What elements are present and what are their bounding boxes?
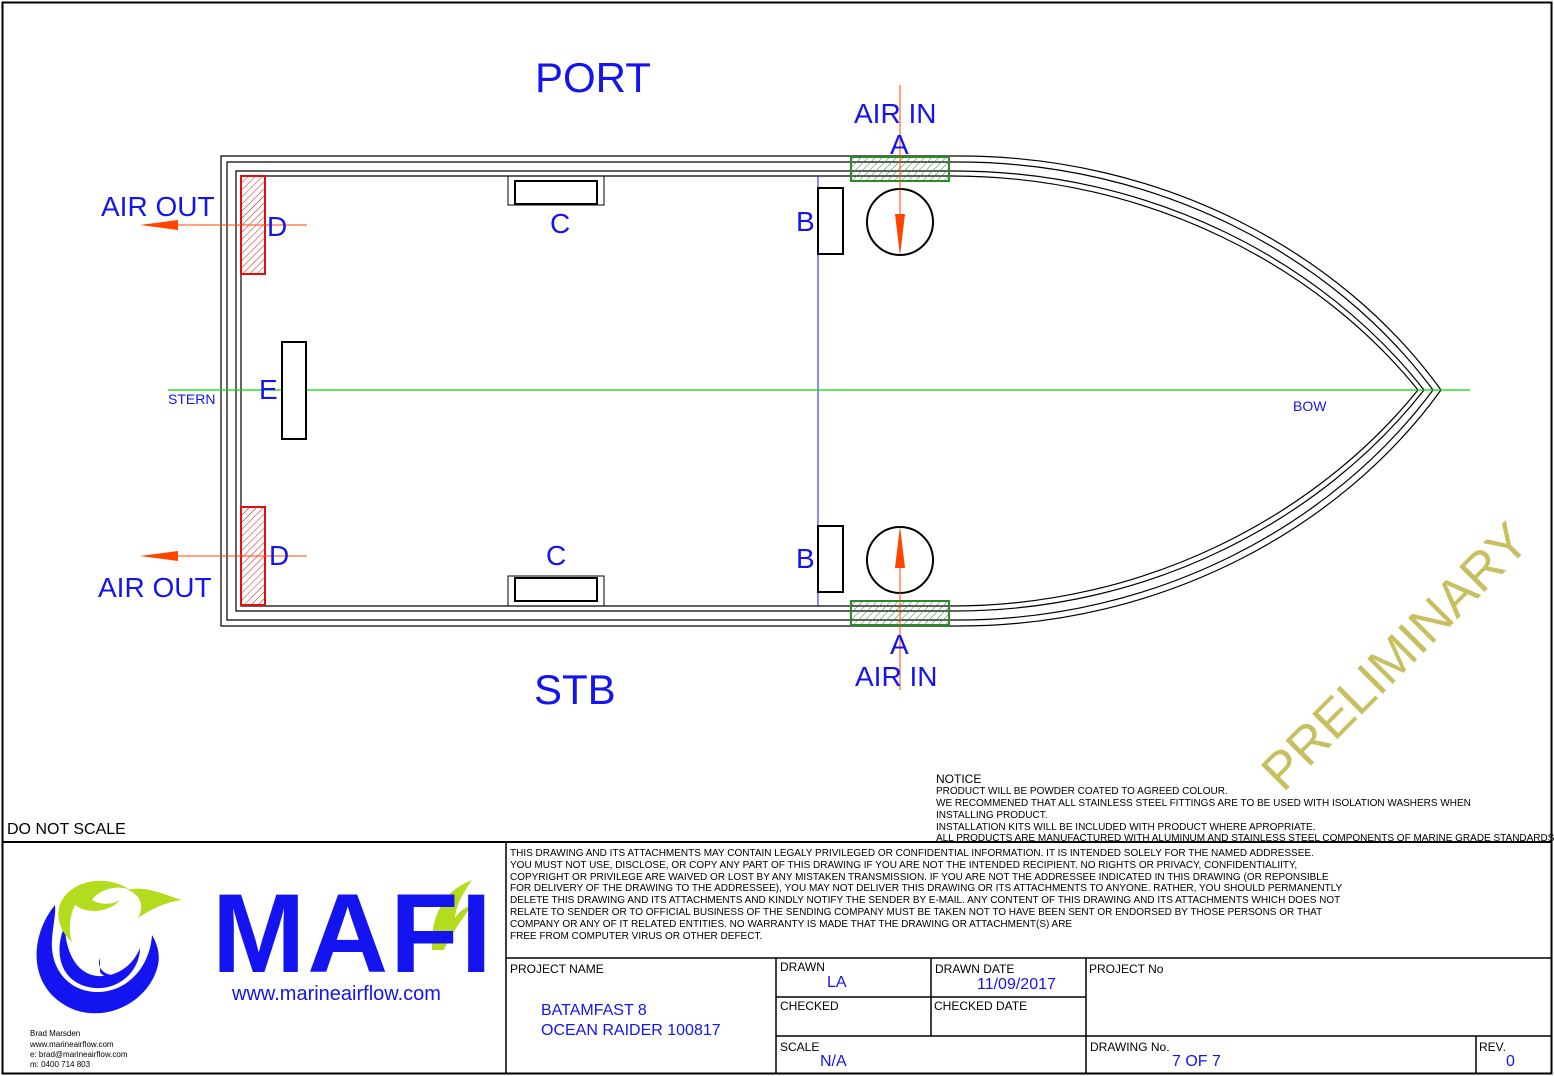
air-out-label-stb: AIR OUT — [98, 572, 212, 603]
label-a-stb: A — [890, 629, 909, 660]
notice-line-1: PRODUCT WILL BE POWDER COATED TO AGREED … — [936, 786, 1228, 797]
mafi-logo-swirl — [36, 880, 182, 1014]
contact-mobile: m: 0400 714 803 — [30, 1060, 91, 1069]
air-in-arrowhead-port — [895, 214, 905, 256]
do-not-scale-label: DO NOT SCALE — [7, 821, 126, 838]
air-out-arrowhead-port — [140, 220, 178, 230]
mafi-logo-text: MAFI — [212, 871, 494, 996]
notice-line-5: ALL PRODUCTS ARE MANUFACTURED WITH ALUMI… — [936, 833, 1554, 841]
legal-line-2: YOU MUST NOT USE, DISCLOSE, OR COPY ANY … — [510, 859, 1298, 871]
notice-line-3: INSTALLING PRODUCT. — [936, 810, 1048, 821]
air-out-label-port: AIR OUT — [101, 191, 215, 222]
checked-date-label: CHECKED DATE — [934, 999, 1028, 1013]
legal-line-4: FOR DELIVERY OF THE DRAWING TO THE ADDRE… — [510, 883, 1343, 895]
drawn-date-label: DRAWN DATE — [935, 962, 1015, 976]
drawn-value: LA — [827, 974, 847, 991]
label-b-stb: B — [796, 543, 815, 574]
component-b-stb — [817, 525, 844, 593]
label-e: E — [259, 374, 278, 405]
mafi-logo-leaf — [431, 880, 472, 950]
label-c-port: C — [550, 208, 571, 239]
bow-label: BOW — [1293, 398, 1327, 414]
drawn-date-value: 11/09/2017 — [977, 976, 1056, 993]
drawn-label: DRAWN — [780, 960, 825, 974]
air-out-arrowhead-stb — [140, 551, 178, 561]
notice-title: NOTICE — [936, 772, 982, 786]
component-c-port — [514, 180, 598, 205]
drawing-no-label: DRAWING No. — [1090, 1040, 1170, 1054]
notice-line-2: WE RECOMMENED THAT ALL STAINLESS STEEL F… — [936, 798, 1471, 809]
stern-label: STERN — [168, 391, 216, 407]
legal-line-5: DELETE THIS DRAWING AND ITS ATTACHMENTS … — [510, 895, 1341, 907]
label-d-stb: D — [269, 540, 290, 571]
project-name-line-2: OCEAN RAIDER 100817 — [541, 1022, 721, 1039]
rev-value: 0 — [1506, 1053, 1515, 1070]
legal-line-1: THIS DRAWING AND ITS ATTACHMENTS MAY CON… — [510, 848, 1314, 859]
contact-name: Brad Marsden — [30, 1029, 81, 1038]
label-a-port: A — [890, 129, 909, 160]
drawing-no-value: 7 OF 7 — [1172, 1053, 1221, 1070]
label-b-port: B — [796, 206, 815, 237]
label-d-port: D — [267, 211, 288, 242]
air-in-label-port: AIR IN — [854, 98, 937, 129]
component-c-stb-bracket — [507, 575, 605, 607]
project-no-label: PROJECT No — [1089, 962, 1164, 976]
legal-line-6: RELATE TO SENDER OR TO OFFICIAL BUSINESS… — [510, 907, 1323, 918]
air-in-label-stb: AIR IN — [855, 661, 938, 692]
checked-label: CHECKED — [780, 999, 839, 1013]
contact-web: www.marineairflow.com — [30, 1040, 114, 1049]
rev-label: REV. — [1479, 1040, 1506, 1054]
legal-line-3: COPYRIGHT OR PRIVILEGE ARE WAIVED OR LOS… — [510, 871, 1329, 883]
scale-value: N/A — [820, 1053, 847, 1070]
notice-line-4: INSTALLATION KITS WILL BE INCLUDED WITH … — [936, 822, 1316, 833]
stb-label: STB — [534, 666, 616, 713]
component-b-port — [817, 187, 844, 255]
component-c-stb — [514, 577, 598, 602]
legal-line-7: COMPANY OR ANY OF IT RELATED ENTITIES. N… — [510, 918, 1073, 930]
component-e — [281, 341, 307, 440]
label-c-stb: C — [546, 540, 567, 571]
legal-line-8: FREE FROM COMPUTER VIRUS OR OTHER DEFECT… — [510, 930, 763, 942]
scale-label: SCALE — [780, 1040, 820, 1054]
mafi-logo-url: www.marineairflow.com — [232, 983, 441, 1005]
air-in-arrowhead-stb — [895, 526, 905, 568]
port-label: PORT — [535, 54, 651, 101]
project-name-line-1: BATAMFAST 8 — [541, 1002, 647, 1019]
contact-email: e: brad@marineairflow.com — [30, 1050, 128, 1059]
project-name-label: PROJECT NAME — [510, 962, 604, 976]
